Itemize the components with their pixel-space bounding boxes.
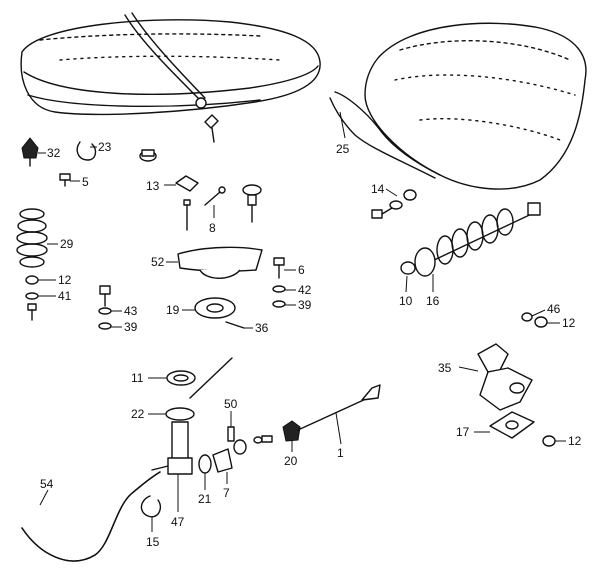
callout-labels: 32 23 5 13 8 25 14 29 12 41 52 6 42 39 4… <box>40 140 582 549</box>
callout-32: 32 <box>47 146 61 160</box>
part-21-washer <box>198 454 212 474</box>
callout-16: 16 <box>426 294 440 308</box>
callout-17: 17 <box>456 425 470 439</box>
callout-47: 47 <box>171 515 185 529</box>
part-14-bolt <box>371 189 417 219</box>
part-washers-43 <box>98 307 112 330</box>
part-32-knob <box>21 137 39 167</box>
callout-52: 52 <box>151 255 165 269</box>
callout-21: 21 <box>198 492 212 506</box>
part-50-screw <box>227 426 235 442</box>
part-39-washer-a <box>272 300 286 308</box>
part-rod <box>189 357 233 399</box>
part-29-spring <box>16 208 48 268</box>
callout-6: 6 <box>298 263 305 277</box>
part-1-rod <box>297 384 381 431</box>
callout-12-b: 12 <box>562 316 576 330</box>
part-36-pin <box>225 321 245 329</box>
part-20-nut <box>282 420 301 442</box>
part-52-bracket <box>177 246 263 279</box>
callout-35: 35 <box>438 361 452 375</box>
part-knob-top <box>139 149 157 162</box>
callout-12-a: 12 <box>58 273 72 287</box>
part-12-nut-c <box>542 435 556 447</box>
callout-19: 19 <box>166 303 180 317</box>
part-13-hinge <box>175 175 199 231</box>
callout-39-b: 39 <box>124 320 138 334</box>
callout-20: 20 <box>284 454 298 468</box>
part-7-lever <box>212 439 247 473</box>
part-bolt-knob <box>242 184 262 223</box>
part-10-nut <box>400 261 416 275</box>
callout-42: 42 <box>298 283 312 297</box>
part-42-washer <box>272 285 286 293</box>
part-small-spring <box>253 435 273 444</box>
part-23-clip <box>76 141 97 161</box>
part-11-cap <box>166 370 196 386</box>
callout-8: 8 <box>209 221 216 235</box>
part-41-washer <box>25 292 39 300</box>
part-19-rubber <box>194 297 236 319</box>
leader-lines <box>38 111 566 532</box>
part-17-gasket <box>489 411 535 439</box>
part-54-hose <box>21 471 161 562</box>
callout-50: 50 <box>224 397 238 411</box>
callout-11: 11 <box>131 371 144 385</box>
callout-12-c: 12 <box>568 434 582 448</box>
part-6-bolt <box>273 257 285 279</box>
callout-22: 22 <box>131 407 145 421</box>
part-46-washer <box>521 312 533 322</box>
seat-left <box>20 12 321 116</box>
callout-36: 36 <box>255 321 269 335</box>
callout-15: 15 <box>146 535 160 549</box>
part-screw-top <box>204 114 219 143</box>
part-16-spring-unit <box>414 202 541 277</box>
callout-1: 1 <box>337 446 344 460</box>
part-22-washer <box>165 407 195 421</box>
callout-54: 54 <box>40 477 54 491</box>
callout-25: 25 <box>336 142 350 156</box>
callout-41: 41 <box>58 289 72 303</box>
callout-14: 14 <box>371 182 385 196</box>
part-35-manifold <box>477 343 533 411</box>
part-12-nut-left <box>25 275 39 285</box>
callout-39-a: 39 <box>298 298 312 312</box>
callout-7: 7 <box>223 486 230 500</box>
part-15-clip <box>140 495 162 518</box>
part-bolt-left <box>27 303 37 321</box>
part-12-nut-b <box>534 316 548 328</box>
callout-29: 29 <box>60 237 74 251</box>
part-5-screw <box>59 173 71 187</box>
callout-43: 43 <box>124 304 138 318</box>
callout-10: 10 <box>399 294 413 308</box>
callout-23: 23 <box>98 140 112 154</box>
callout-46: 46 <box>547 302 561 316</box>
callout-5: 5 <box>82 175 89 189</box>
part-43-bolt <box>99 285 111 307</box>
part-47-tap-body <box>151 421 193 475</box>
callout-13: 13 <box>146 179 160 193</box>
part-8-pin <box>204 186 226 206</box>
seat-right <box>329 22 587 190</box>
